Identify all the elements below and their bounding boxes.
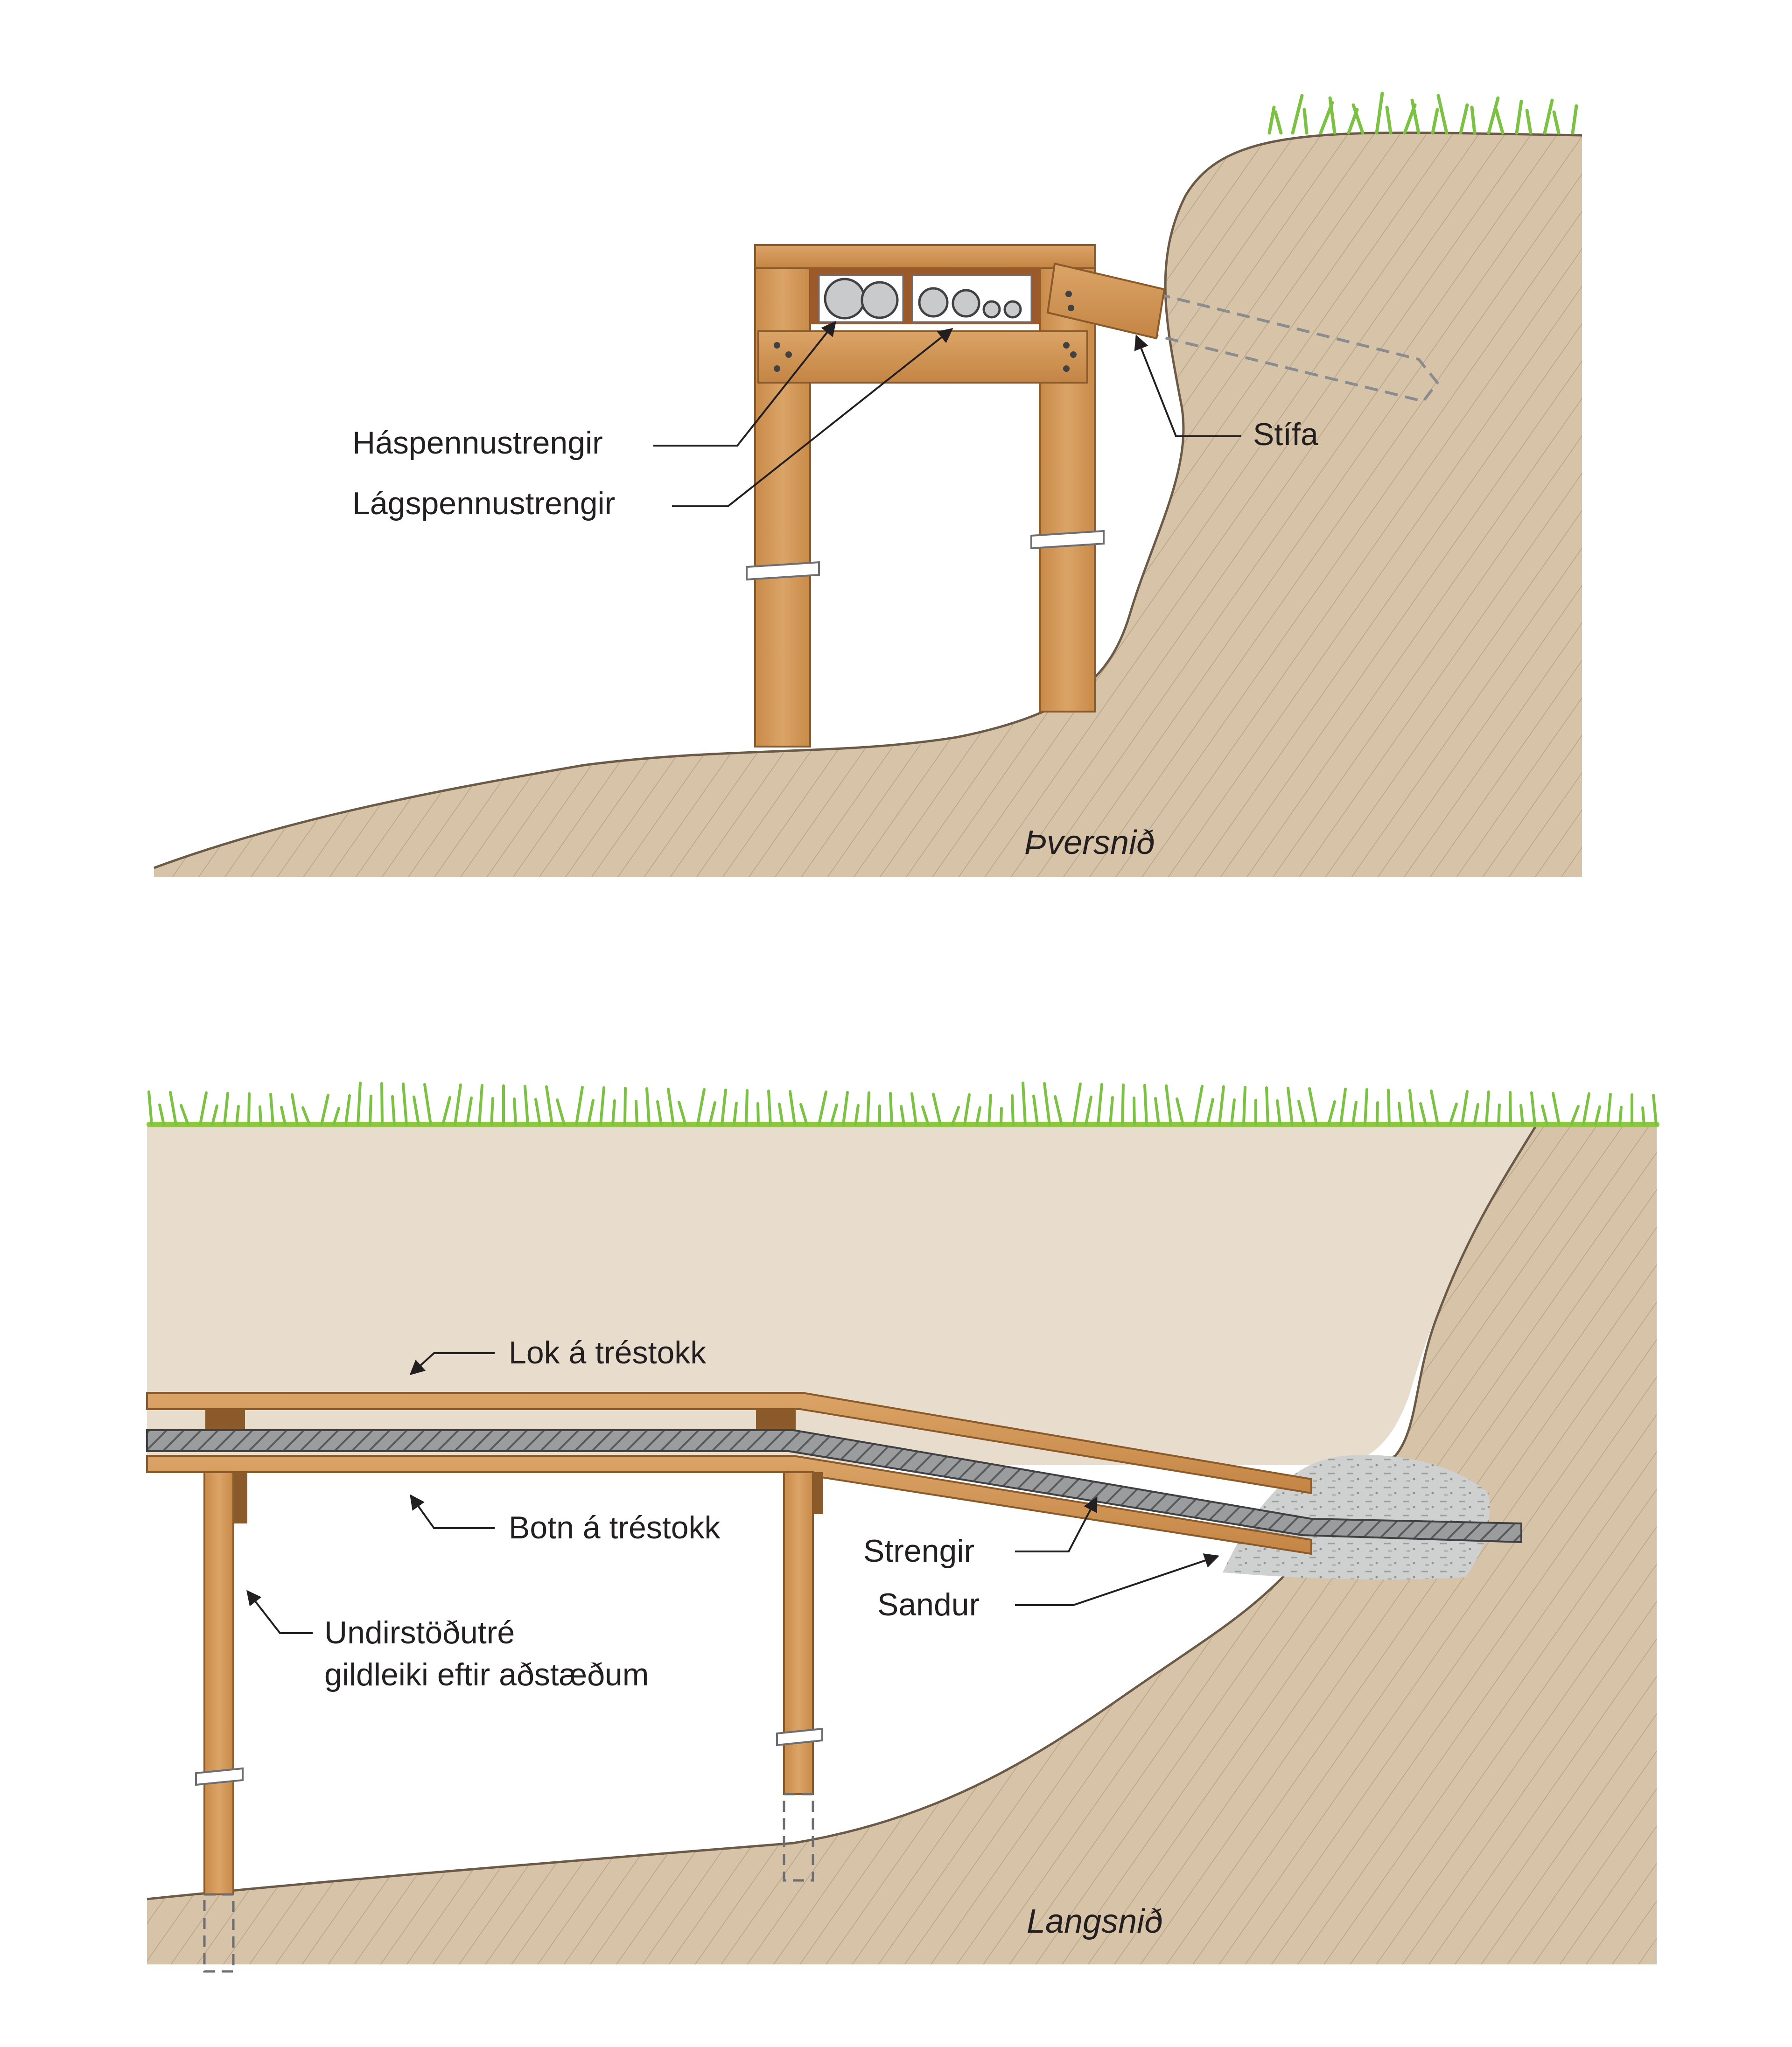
leader-high-voltage [653,321,836,447]
long-section-upper-soil [147,1127,1536,1465]
cross-section-ground-line [154,131,1582,869]
label-brace: Stífa [1253,417,1318,452]
label-high-voltage-cables: Háspennustrengir [352,425,603,461]
brace-hidden-part [1157,293,1439,403]
left-post [754,244,811,748]
long-section-right-bank [147,1127,1657,1964]
leader-sand [1015,1553,1220,1606]
label-support-wood: Undirstöðutré [324,1615,515,1650]
trough-lid [754,244,1096,269]
leader-support [246,1590,313,1634]
leader-bottom [410,1494,495,1529]
brace [1046,262,1166,340]
label-sand: Sandur [877,1587,980,1622]
grass-blades [147,1082,1658,1126]
leader-cables [1015,1496,1098,1552]
trough-lid-long [146,1392,1312,1495]
cross-section-soil [154,133,1582,877]
cable-bundle-long [146,1429,1522,1544]
label-cables: Strengir [863,1533,975,1569]
grass-top [1267,91,1578,135]
cross-section-view [154,91,1601,905]
label-trough-bottom: Botn á tréstokk [509,1510,721,1545]
leader-low-voltage [672,328,953,507]
cables-cross-section [824,278,1022,320]
trough-bottom-beam [757,330,1088,384]
leader-lid [409,1352,495,1376]
leader-brace [1134,335,1241,437]
support-post-right [783,1471,814,1795]
caption-cross-section: Þversnið [1024,824,1155,861]
label-support-wood-note: gildleiki eftir aðstæðum [324,1657,649,1692]
long-section-view [146,1082,1792,2047]
caption-long-section: Langsnið [1027,1903,1163,1940]
support-post-left [203,1471,234,1895]
trough-bottom-long [146,1455,1312,1555]
label-trough-lid: Lok á tréstokk [509,1335,707,1370]
label-low-voltage-cables: Lágspennustrengir [352,486,616,521]
